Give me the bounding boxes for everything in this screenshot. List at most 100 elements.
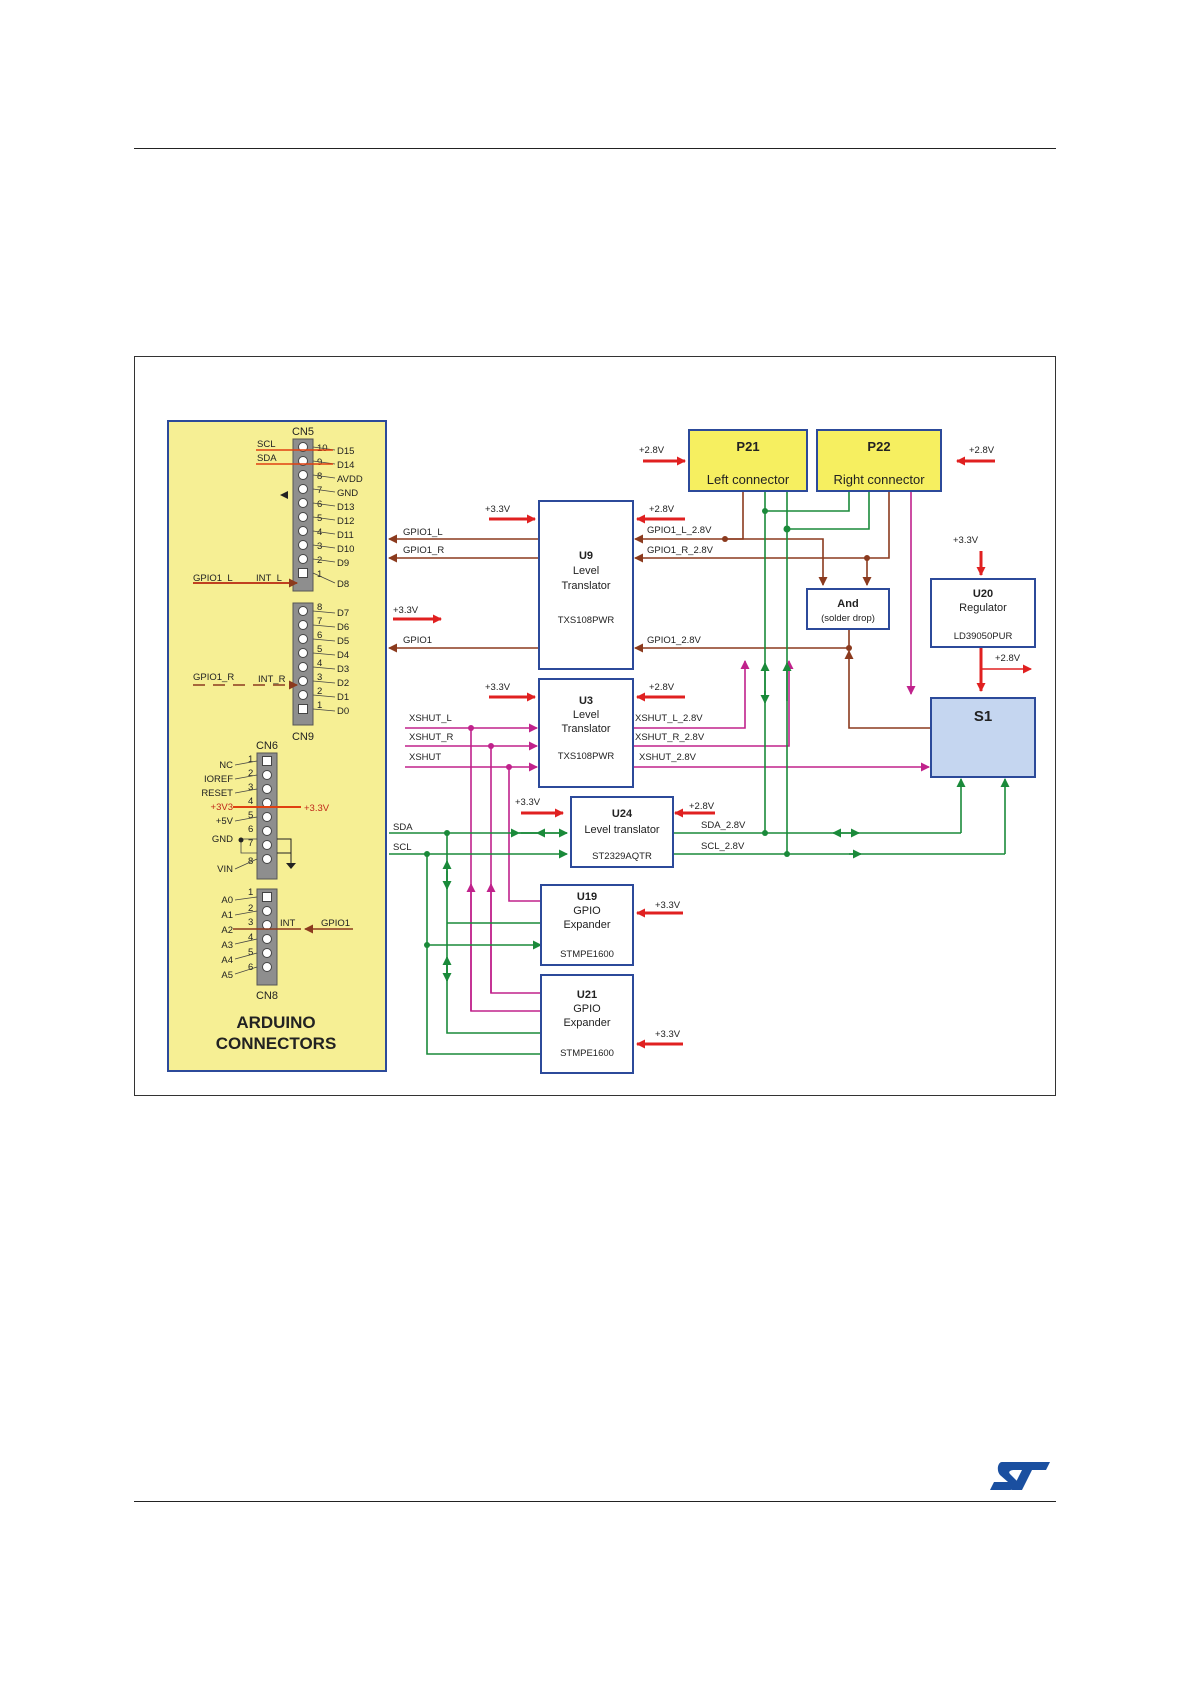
cn5-name-9: D14	[337, 460, 354, 471]
cn5-name-5: D12	[337, 516, 354, 527]
cn9-num-1: 1	[317, 700, 322, 711]
cn5-sda-label: SDA	[257, 453, 277, 464]
u21-name: U21	[577, 989, 597, 1001]
cn5-name-3: D10	[337, 544, 354, 555]
label-gpio1-l-28: GPIO1_L_2.8V	[647, 525, 712, 536]
u20-l1: Regulator	[959, 602, 1007, 614]
label-u9-33v: +3.3V	[485, 504, 511, 515]
cn9-name-1: D0	[337, 706, 349, 717]
block-s1: S1	[930, 697, 1036, 778]
cn5-num-5: 5	[317, 513, 322, 524]
cn9-pins: 8D7 7D6 6D5 5D4 4D3 3D2 2D1 1D0	[298, 602, 349, 717]
cn9-pin-1: 1D0	[298, 700, 349, 717]
cn8-num-5: 5	[248, 947, 253, 958]
gpio-wires	[388, 491, 931, 729]
cn5-name-4: D11	[337, 530, 354, 541]
label-scl: SCL	[393, 842, 411, 853]
u9-name: U9	[579, 550, 593, 562]
u19-l1: GPIO	[573, 905, 601, 917]
cn5-num-9: 9	[317, 457, 322, 468]
cn5-name-1: D8	[337, 579, 349, 590]
cn6-name-3: RESET	[201, 788, 233, 799]
cn5-num-8: 8	[317, 471, 322, 482]
u9-part: TXS108PWR	[558, 615, 615, 626]
cn5-num-6: 6	[317, 499, 322, 510]
gpio1-l-pin-label: GPIO1_L	[193, 573, 233, 584]
label-u3-28v: +2.8V	[649, 682, 675, 693]
u24-l1: Level translator	[584, 824, 660, 836]
cn6-num-7: 7	[248, 838, 253, 849]
label-xshut-r-28: XSHUT_R_2.8V	[635, 732, 705, 743]
cn8-pin-5: 5A4	[221, 947, 272, 966]
cn8-name-2: A1	[221, 910, 233, 921]
cn6-num-2: 2	[248, 768, 253, 779]
u24-name: U24	[612, 808, 633, 820]
u9-l1: Level	[573, 565, 599, 577]
cn5-num-3: 3	[317, 541, 322, 552]
cn8-pin-1: 1A0	[221, 887, 272, 906]
cn6-num-3: 3	[248, 782, 253, 793]
cn5-scl-label: SCL	[257, 439, 275, 450]
label-gpio1-r: GPIO1_R	[403, 545, 444, 556]
label-u3-33v: +3.3V	[485, 682, 511, 693]
cn6-name-1: NC	[219, 760, 233, 771]
cn9-num-8: 8	[317, 602, 322, 613]
gpio1-r-pin-label: GPIO1_R	[193, 672, 234, 683]
label-arduino-33v: +3.3V	[393, 605, 419, 616]
cn9-pin-7: 7D6	[298, 616, 349, 633]
cn9-num-3: 3	[317, 672, 322, 683]
cn6-num-5: 5	[248, 810, 253, 821]
cn6-pin-1: 1NC	[219, 754, 272, 771]
block-u24: U24 Level translator ST2329AQTR	[570, 796, 674, 868]
cn9-pin-6: 6D5	[298, 630, 349, 647]
st-logo: ST	[988, 1458, 1050, 1490]
st-logo-text: ST	[988, 1458, 990, 1459]
label-u21-33v: +3.3V	[655, 1029, 681, 1040]
block-diagram-frame: ARDUINO CONNECTORS CN5 CN9 CN6 CN8 10D15…	[134, 356, 1056, 1096]
u19-l2: Expander	[563, 919, 610, 931]
label-p21-28v: +2.8V	[639, 445, 665, 456]
u19-name: U19	[577, 891, 597, 903]
u24-part: ST2329AQTR	[592, 851, 652, 862]
p21-desc: Left connector	[707, 472, 790, 487]
signal-labels: +3.3V +2.8V +2.8V +2.8V GPIO1_L GPIO1_R …	[393, 445, 1021, 1040]
cn6-name-8: VIN	[217, 864, 233, 875]
cn5-label: CN5	[292, 426, 314, 438]
cn8-num-4: 4	[248, 932, 253, 943]
p22-name: P22	[867, 439, 890, 454]
u20-name: U20	[973, 588, 993, 600]
int-r-label: INT_R	[258, 674, 286, 685]
label-gpio1-r-28: GPIO1_R_2.8V	[647, 545, 714, 556]
cn9-name-2: D1	[337, 692, 349, 703]
label-u9-28v: +2.8V	[649, 504, 675, 515]
label-u19-33v: +3.3V	[655, 900, 681, 911]
cn8-num-6: 6	[248, 962, 253, 973]
arduino-title-line1: ARDUINO	[236, 1013, 315, 1032]
cn8-pins: 1A0 2A1 3A2 4A3 5A4 6A5	[221, 887, 272, 981]
label-sda-28: SDA_2.8V	[701, 820, 746, 831]
cn8-num-2: 2	[248, 903, 253, 914]
cn9-num-4: 4	[317, 658, 322, 669]
block-and: And (solder drop)	[806, 588, 890, 630]
label-u20-28v: +2.8V	[995, 653, 1021, 664]
block-u3: U3 Level Translator TXS108PWR	[538, 678, 634, 788]
cn9-name-4: D3	[337, 664, 349, 675]
cn5-num-2: 2	[317, 555, 322, 566]
block-u9: U9 Level Translator TXS108PWR	[538, 500, 634, 670]
cn9-pin-8: 8D7	[298, 602, 349, 619]
cn5-pin-3: 3 D10	[298, 540, 354, 555]
label-u20-33v: +3.3V	[953, 535, 979, 546]
cn8-name-4: A3	[221, 940, 233, 951]
cn8-int-label: INT	[280, 918, 296, 929]
cn8-name-1: A0	[221, 895, 233, 906]
label-xshut: XSHUT	[409, 752, 441, 763]
u20-part: LD39050PUR	[954, 631, 1013, 642]
block-p21: P21 Left connector	[688, 429, 808, 492]
cn9-num-6: 6	[317, 630, 322, 641]
